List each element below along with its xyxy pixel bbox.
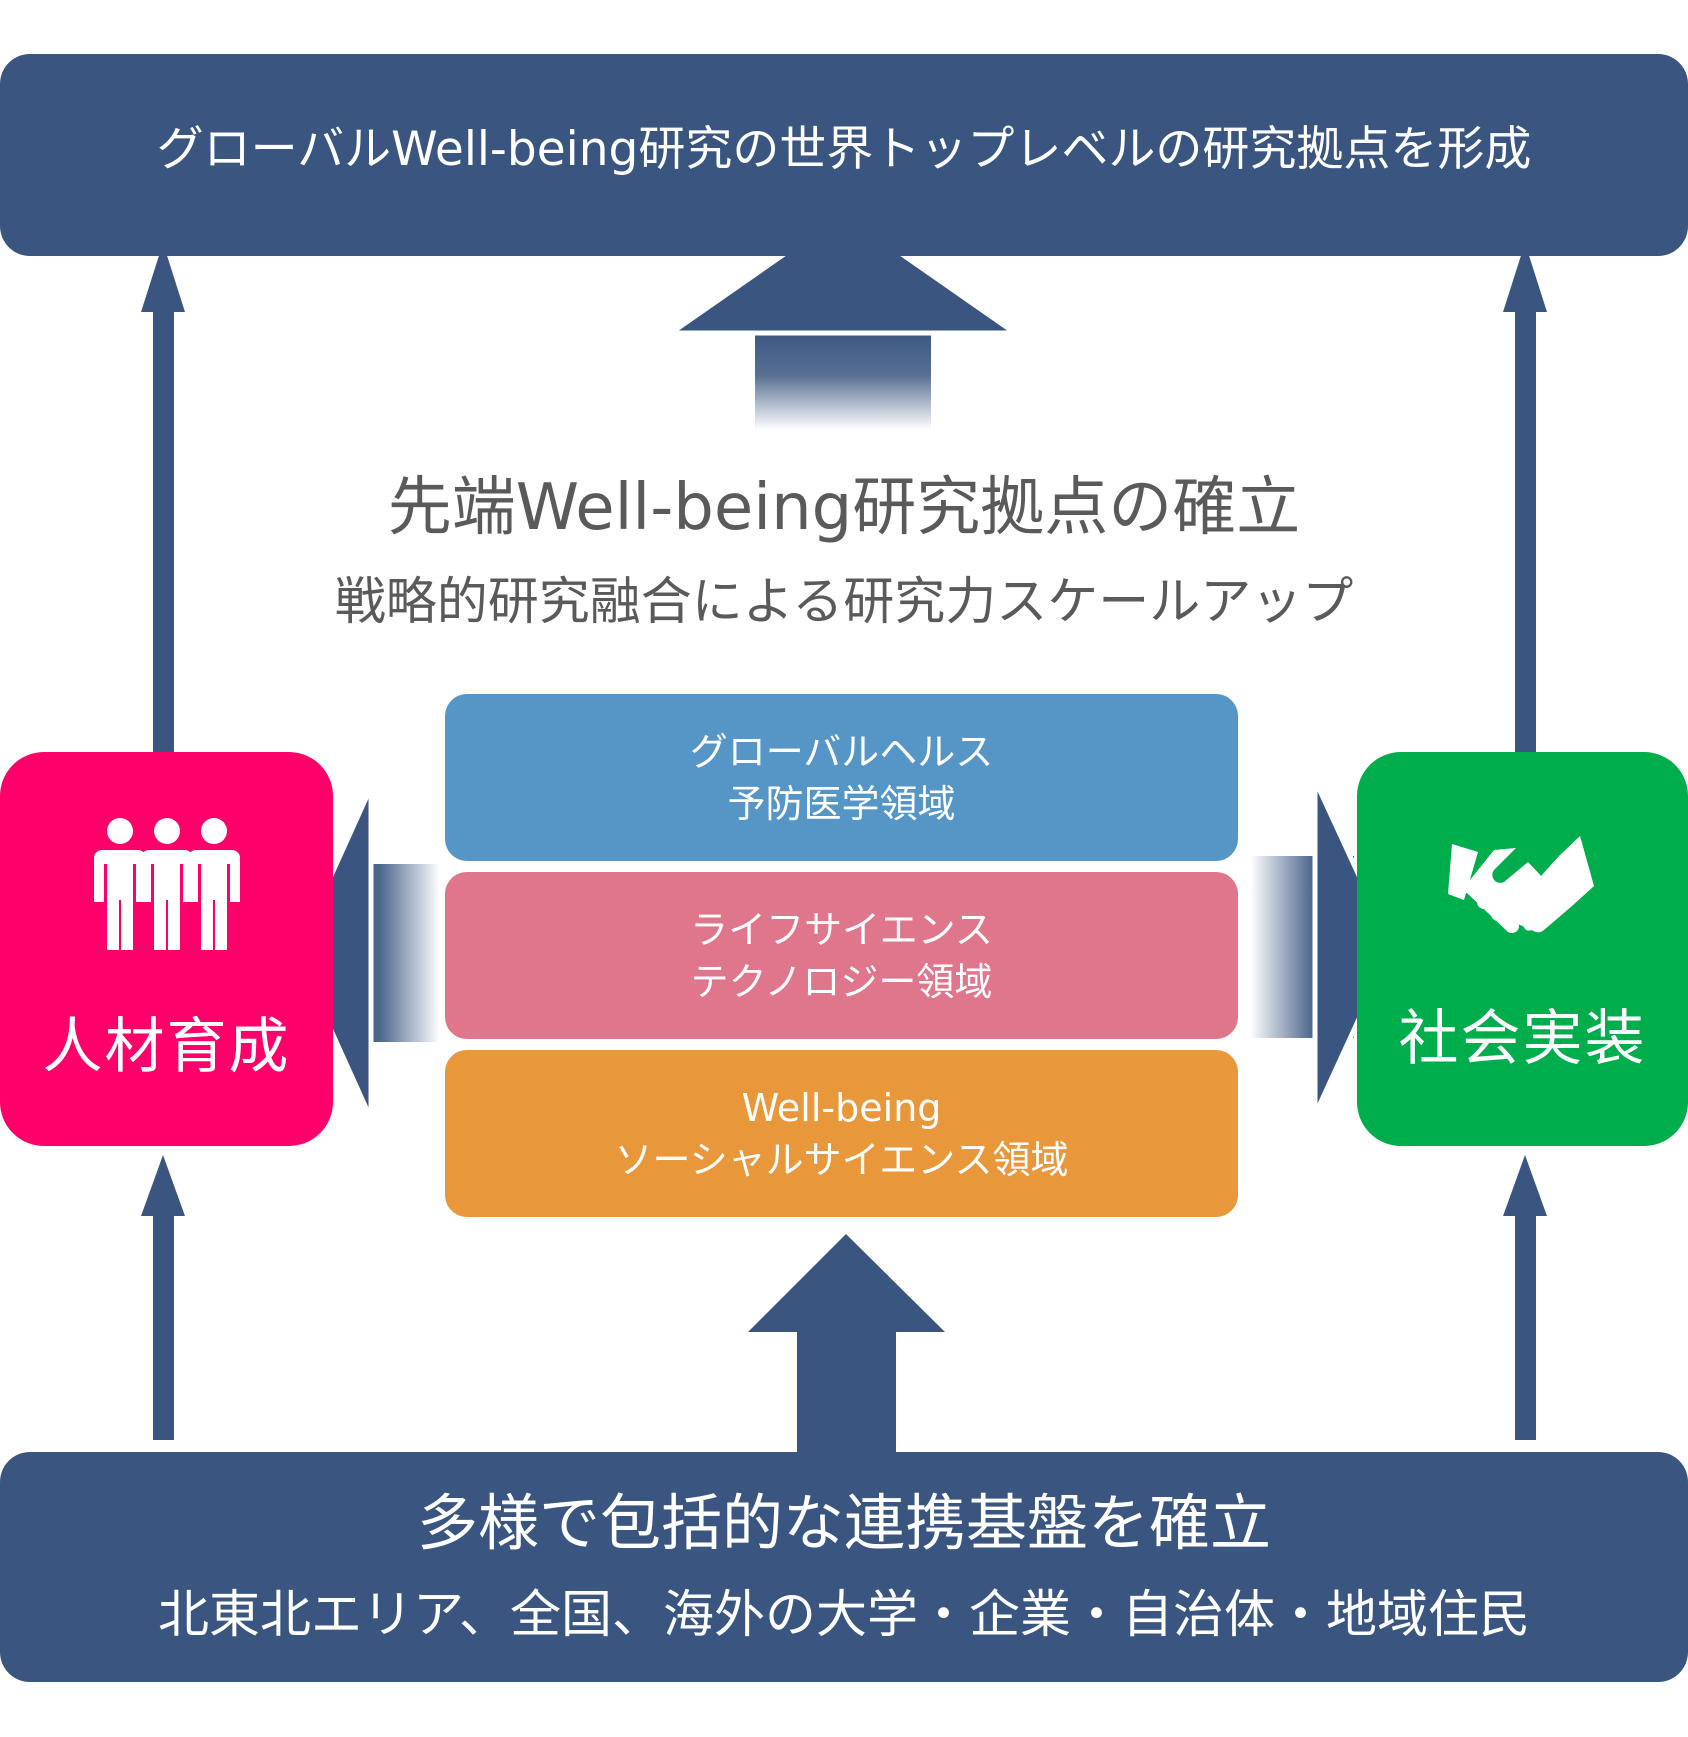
domain-box-social-science: Well-being ソーシャルサイエンス領域 — [445, 1050, 1238, 1217]
domain-line1: グローバルヘルス — [689, 729, 994, 774]
domain-line2: 予防医学領域 — [727, 781, 956, 826]
right-upper-arrow — [1503, 243, 1547, 752]
center-lower-arrow — [748, 1234, 945, 1458]
top-banner: グローバルWell-being研究の世界トップレベルの研究拠点を形成 — [0, 54, 1688, 256]
domain-line1: ライフサイエンス — [690, 907, 993, 952]
domain-line2: テクノロジー領域 — [690, 959, 993, 1004]
center-title: 先端Well-being研究拠点の確立 — [387, 471, 1301, 545]
bottom-banner-subtitle: 北東北エリア、全国、海外の大学・企業・自治体・地域住民 — [158, 1586, 1530, 1645]
domain-line2: ソーシャルサイエンス領域 — [614, 1137, 1069, 1182]
human-resource-label: 人材育成 — [42, 1012, 291, 1082]
domain-line1: Well-being — [741, 1085, 942, 1130]
right-lower-arrow — [1503, 1155, 1547, 1440]
right-gradient-arrow — [1250, 778, 1395, 1117]
bottom-banner: 多様で包括的な連携基盤を確立 北東北エリア、全国、海外の大学・企業・自治体・地域… — [0, 1452, 1688, 1682]
social-implementation-label: 社会実装 — [1398, 1004, 1647, 1074]
domain-box-global-health: グローバルヘルス 予防医学領域 — [445, 694, 1238, 861]
center-upper-gradient-arrow — [663, 209, 1023, 430]
left-lower-arrow — [141, 1155, 185, 1440]
top-banner-text: グローバルWell-being研究の世界トップレベルの研究拠点を形成 — [156, 121, 1532, 177]
social-implementation-box: 社会実装 — [1357, 752, 1688, 1146]
handshake-icon — [1447, 836, 1594, 933]
center-subtitle: 戦略的研究融合による研究力スケールアップ — [334, 573, 1354, 632]
human-resource-box: 人材育成 — [0, 752, 333, 1146]
left-gradient-arrow — [293, 785, 440, 1121]
domain-box-life-science: ライフサイエンス テクノロジー領域 — [445, 872, 1238, 1039]
bottom-banner-title: 多様で包括的な連携基盤を確立 — [416, 1488, 1271, 1559]
left-upper-arrow — [141, 243, 185, 752]
people-group-icon — [93, 818, 240, 950]
